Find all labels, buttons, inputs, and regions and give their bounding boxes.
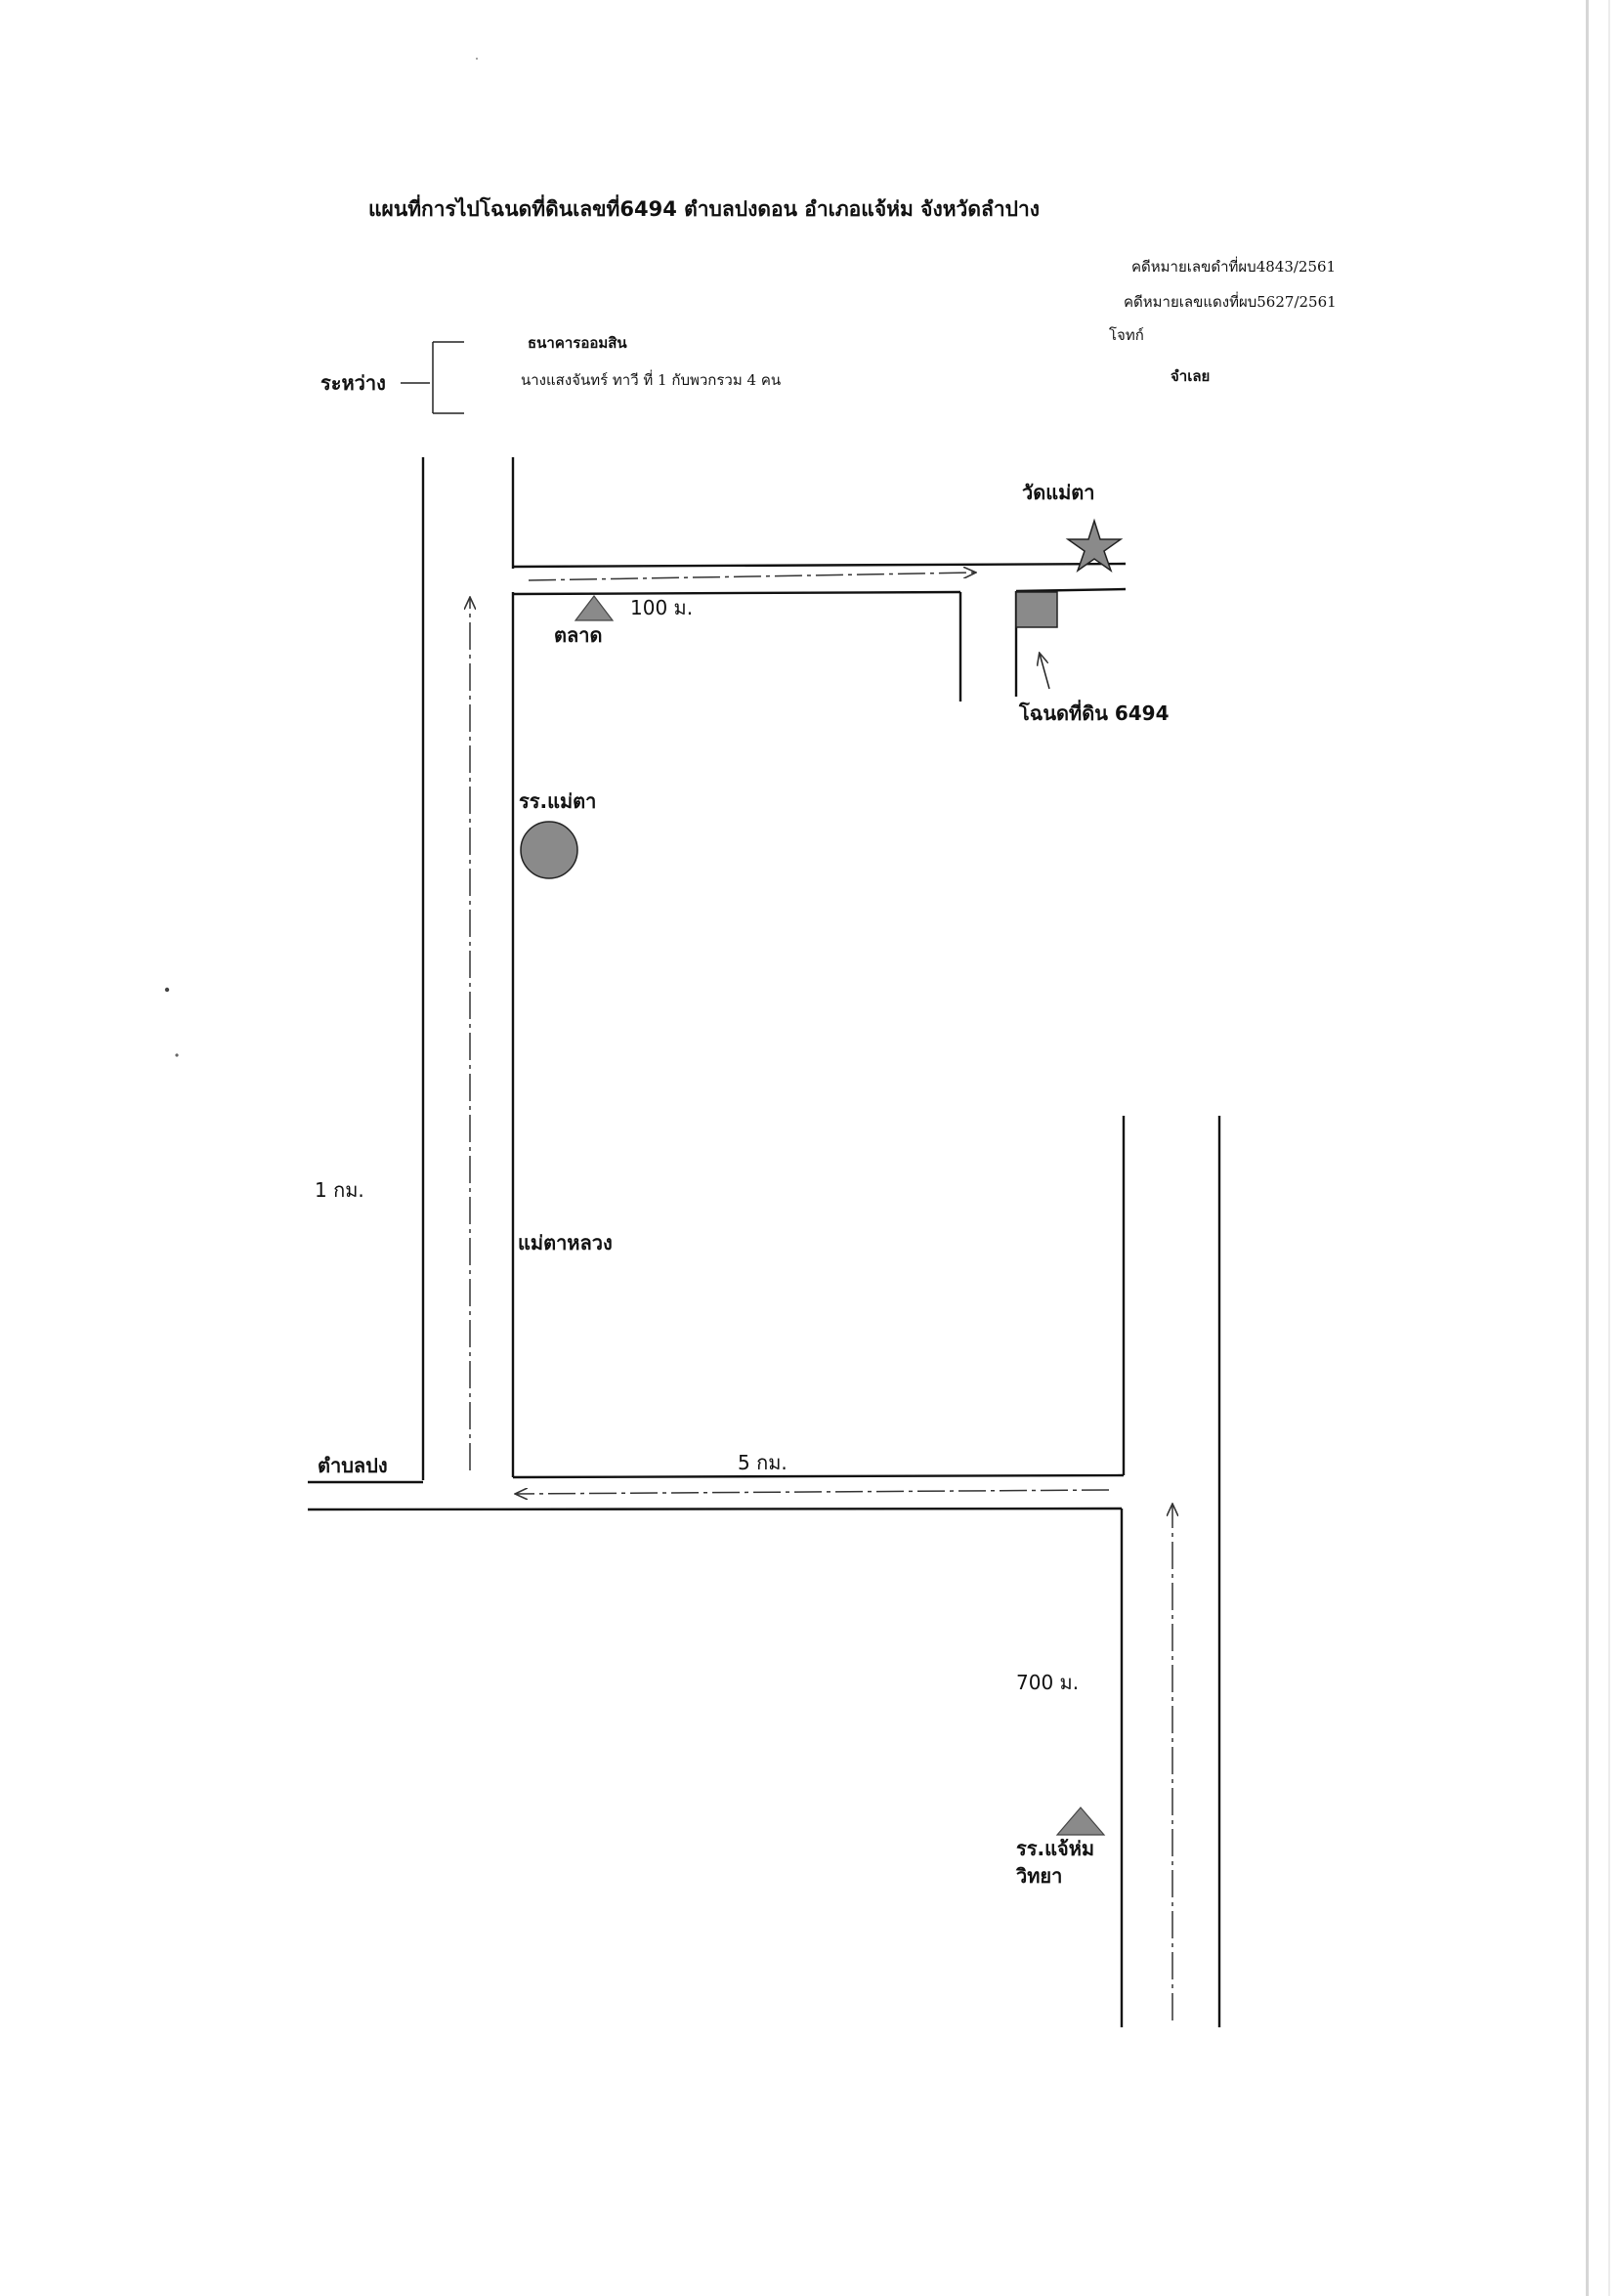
plaintiff-role: โจทก์ <box>1109 326 1144 344</box>
temple-label: วัดแม่ตา <box>1022 481 1095 504</box>
school-chaehom-label-line1: รร.แจ้ห่ม <box>1016 1837 1095 1860</box>
distance-700m: 700 ม. <box>1016 1671 1080 1694</box>
distance-5km: 5 กม. <box>738 1451 788 1474</box>
black-case-number: คดีหมายเลขดำที่ผบ4843/2561 <box>1131 258 1337 276</box>
road-left-vertical <box>421 457 515 1480</box>
scan-speck <box>175 1053 179 1057</box>
route-lines <box>470 573 1172 2020</box>
page-title: แผนที่การไปโฉนดที่ดินเลขที่6494 ตำบลปงดอ… <box>368 197 1041 221</box>
star-icon <box>1065 518 1124 573</box>
distance-1km: 1 กม. <box>315 1178 364 1202</box>
triangle-icon-market <box>574 595 615 621</box>
school-maeta-label: รร.แม่ตา <box>519 789 597 813</box>
distance-100m: 100 ม. <box>630 596 694 619</box>
defendant-name: นางแสงจันทร์ ทาวี ที่ 1 กับพวกรวม 4 คน <box>521 371 782 389</box>
road-top <box>512 562 1127 702</box>
route-arrow-right-top <box>528 573 975 581</box>
scan-speck <box>476 58 478 60</box>
road-mae-ta-luang-label: แม่ตาหลวง <box>518 1231 613 1254</box>
market-label: ตลาด <box>554 623 603 647</box>
bracket-icon <box>401 341 464 414</box>
plot-pointer-arrow <box>1040 654 1050 690</box>
land-plot-label: โฉนดที่ดิน 6494 <box>1019 702 1170 725</box>
plaintiff-name: ธนาคารออมสิน <box>528 334 627 352</box>
road-block-bottom <box>512 1473 1125 1479</box>
triangle-icon-school <box>1055 1807 1106 1836</box>
road-right-vertical <box>1120 1116 1221 2027</box>
between-label: ระหว่าง <box>320 371 386 395</box>
scan-edge <box>1586 0 1589 2296</box>
road-tambon-pong-label: ตำบลปง <box>318 1454 388 1477</box>
defendant-role: จำเลย <box>1171 367 1211 385</box>
square-icon <box>1015 591 1058 628</box>
road-main-horizontal <box>307 1480 1123 1511</box>
school-chaehom-label-line2: วิทยา <box>1016 1864 1063 1888</box>
scan-speck <box>164 987 170 993</box>
route-arrow-left-bottom <box>516 1490 1110 1494</box>
scan-edge-light <box>1608 0 1610 2296</box>
circle-icon <box>520 821 578 879</box>
red-case-number: คดีหมายเลขแดงที่ผบ5627/2561 <box>1124 293 1337 311</box>
